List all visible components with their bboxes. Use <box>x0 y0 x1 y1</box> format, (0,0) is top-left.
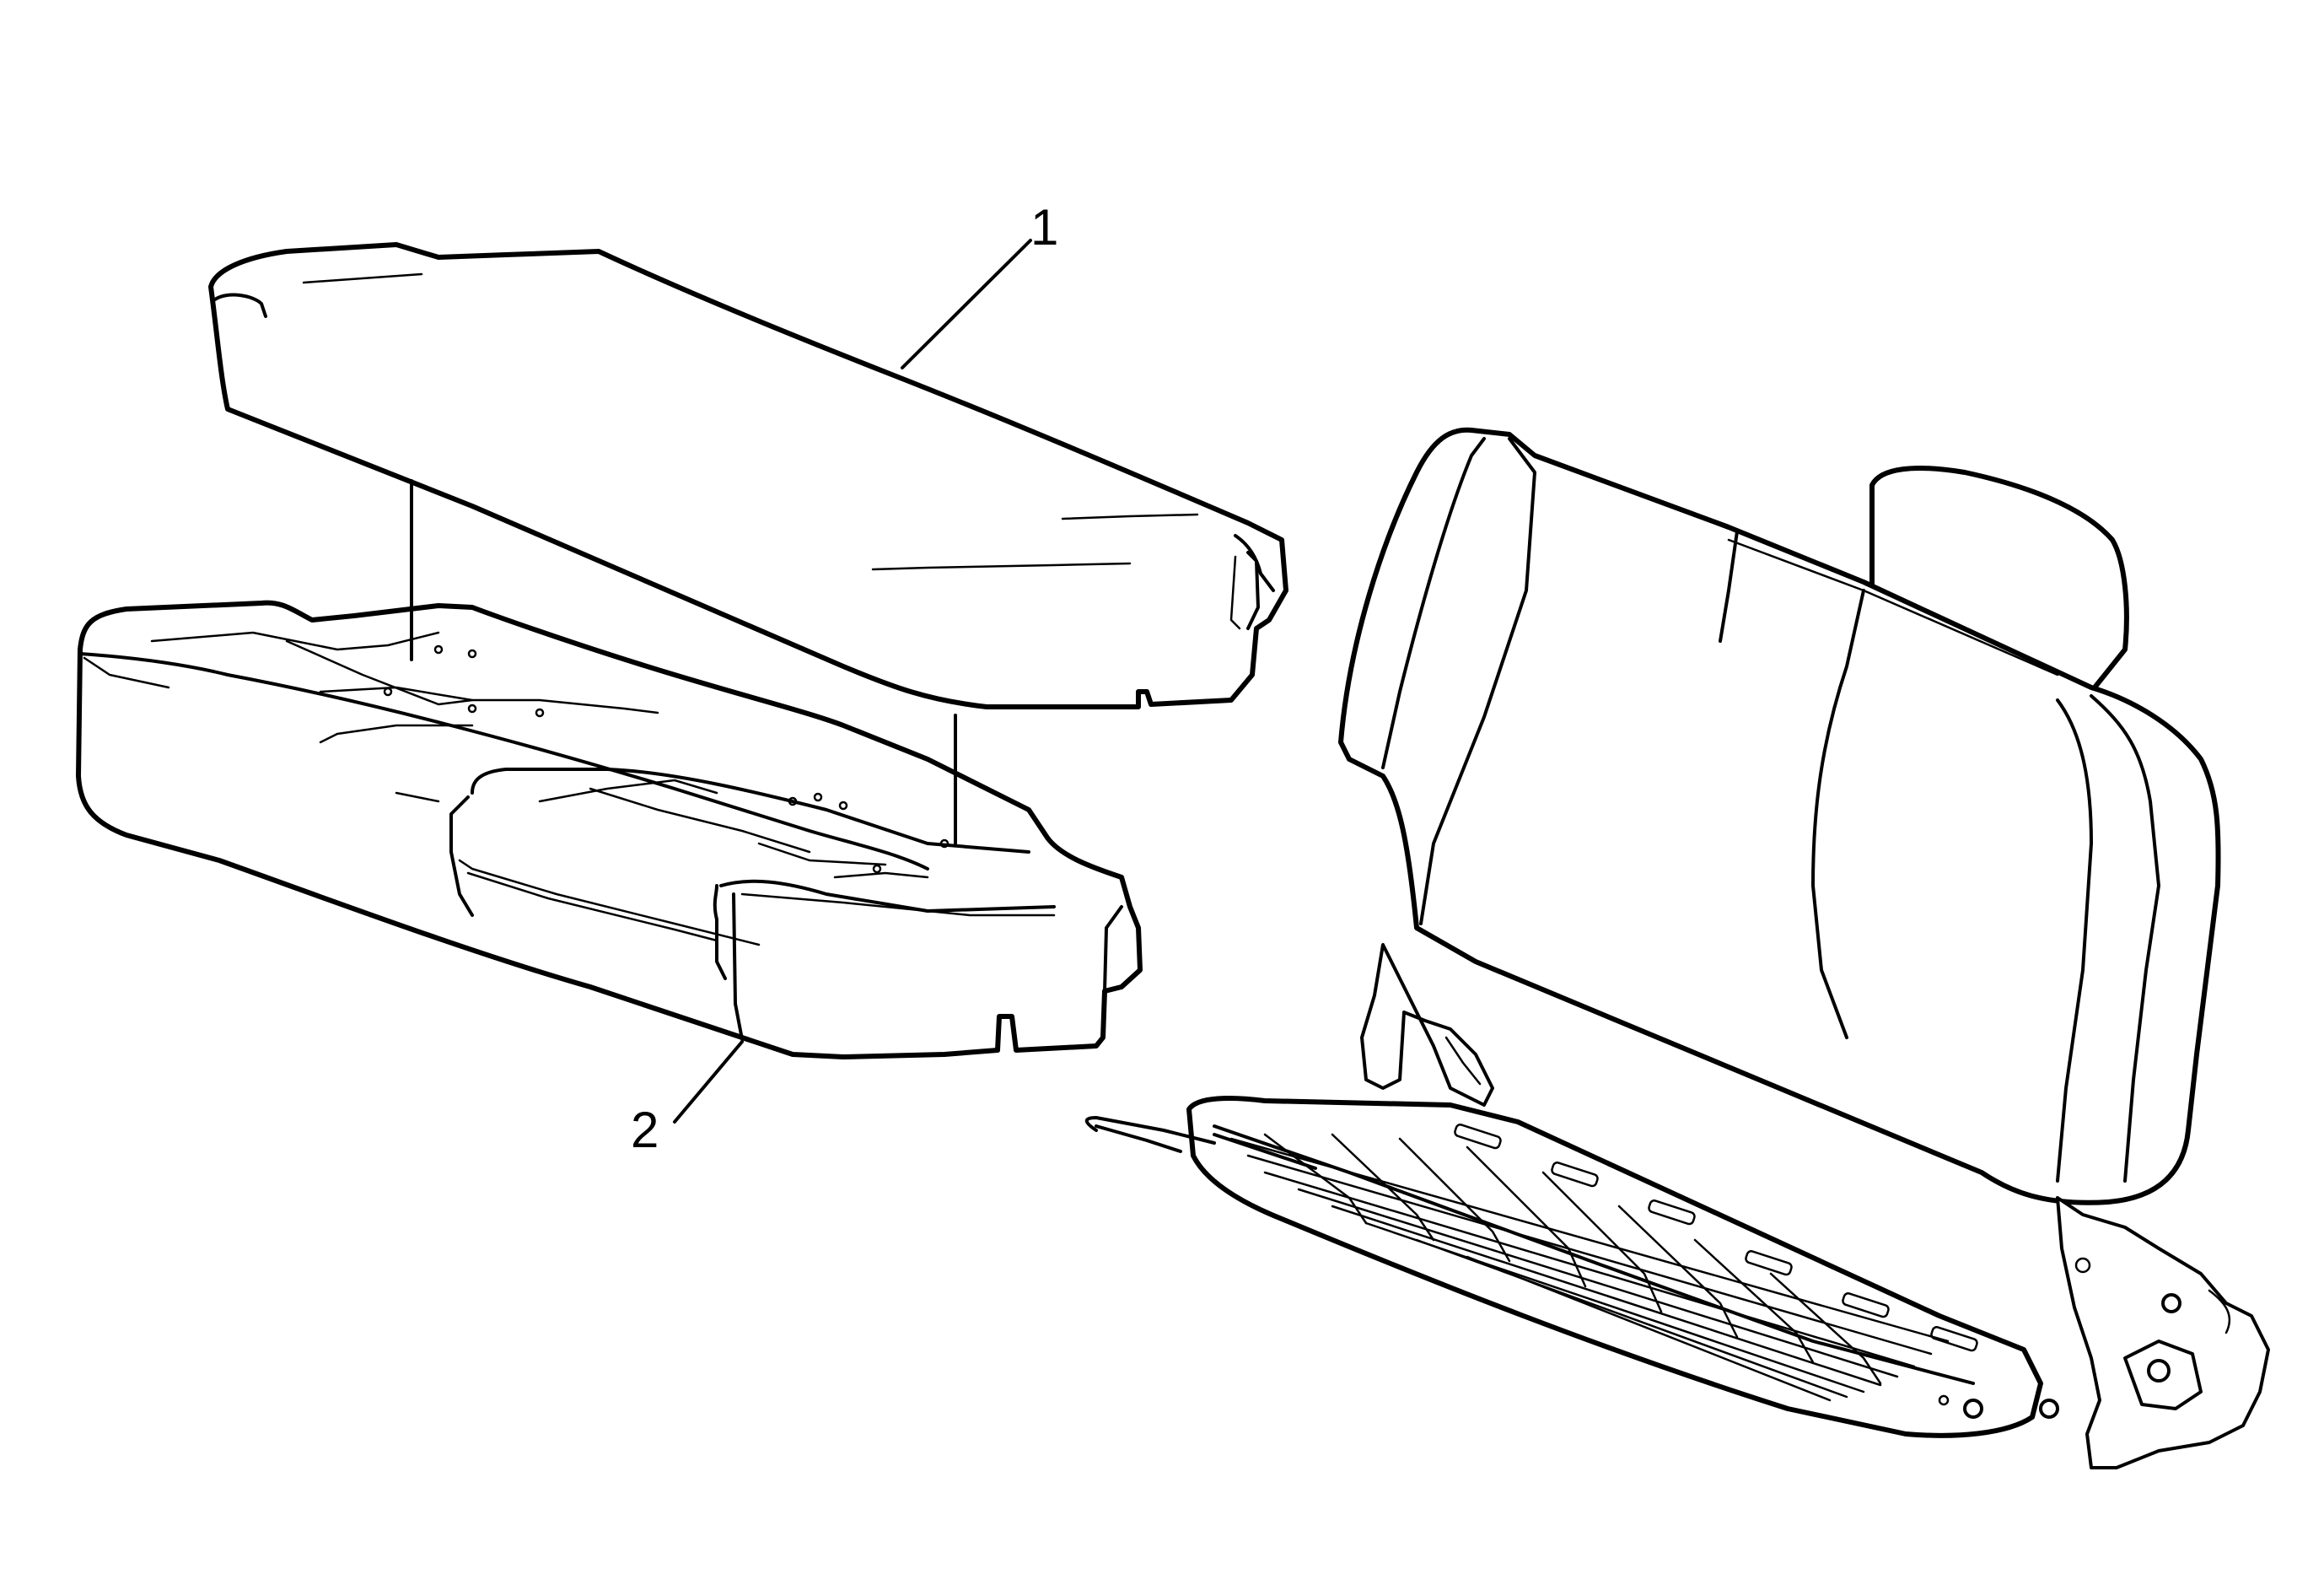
seat-cushion-pad <box>76 600 1143 1059</box>
callout-label-2: 2 <box>631 1102 659 1158</box>
seat-cushion-cover <box>208 242 1288 709</box>
leader-line-1 <box>901 239 1032 369</box>
seat-back-and-frame <box>1084 427 2270 1469</box>
seat-back <box>1338 427 2221 1205</box>
right-latch-assembly <box>2056 1196 2270 1469</box>
fastener-marks <box>383 644 950 874</box>
alignment-guide-lines <box>410 479 957 845</box>
callout-leader-lines <box>673 239 1032 1124</box>
coil-springs <box>1454 1124 1978 1352</box>
release-handle-rod <box>1084 1116 1216 1145</box>
seat-frame-tray <box>1186 1096 2043 1438</box>
leader-line-2 <box>673 1040 744 1124</box>
left-hinge-bracket <box>1360 943 1494 1107</box>
spring-wire-grid <box>1229 1133 1950 1402</box>
callout-label-1: 1 <box>1030 199 1059 256</box>
